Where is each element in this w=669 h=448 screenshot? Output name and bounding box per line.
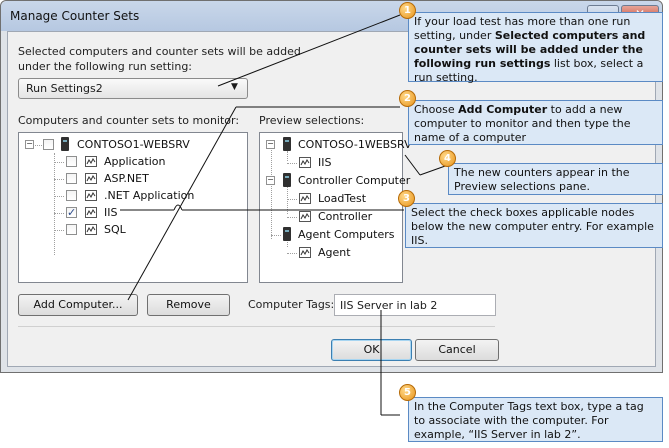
preview-item-label: LoadTest — [318, 192, 367, 205]
aspnet-checkbox[interactable] — [66, 173, 77, 184]
separator — [18, 326, 495, 327]
sql-checkbox[interactable] — [66, 224, 77, 235]
counter-item-label: Application — [104, 155, 166, 168]
application-checkbox[interactable] — [66, 156, 77, 167]
counter-set-icon — [85, 224, 97, 235]
collapse-icon[interactable]: − — [25, 139, 34, 149]
counter-set-icon — [85, 156, 97, 167]
iis-checkbox[interactable]: ✓ — [66, 207, 77, 218]
computer-tags-input[interactable]: IIS Server in lab 2 — [334, 294, 496, 316]
counter-item-label: IIS — [104, 206, 118, 219]
preview-agents-label: Agent Computers — [298, 228, 395, 241]
callout-4-text: The new counters appear in the Preview s… — [454, 166, 630, 193]
counter-set-icon — [299, 211, 311, 222]
preview-label: Preview selections: — [259, 114, 365, 127]
callout-2: Choose Add Computer to add a new compute… — [408, 100, 663, 145]
preview-tree: − CONTOSO-1WEBSRV IIS − Controller Compu… — [259, 132, 412, 283]
computer-icon — [283, 227, 291, 241]
computer-tags-value: IIS Server in lab 2 — [340, 299, 438, 312]
counter-item-iis[interactable]: ✓ IIS — [49, 205, 239, 222]
run-setting-dropdown[interactable]: Run Settings2 ▼ — [18, 78, 248, 99]
callout-1-text-bold: Selected computers and counter sets will… — [414, 29, 646, 70]
preview-item-label: IIS — [318, 156, 332, 169]
counter-item-sql[interactable]: SQL — [49, 222, 239, 239]
cancel-button[interactable]: Cancel — [415, 339, 499, 361]
collapse-icon[interactable]: − — [266, 139, 275, 149]
computer-icon — [283, 137, 291, 151]
counter-item-net-application[interactable]: .NET Application — [49, 188, 239, 205]
net-application-checkbox[interactable] — [66, 190, 77, 201]
computer-checkbox[interactable] — [43, 139, 54, 150]
preview-item-iis[interactable]: IIS — [282, 155, 402, 172]
counter-set-icon — [85, 190, 97, 201]
preview-computer-label: CONTOSO-1WEBSRV — [298, 138, 412, 151]
counter-set-icon — [299, 193, 311, 204]
preview-agents-node[interactable]: Agent Computers — [265, 227, 403, 244]
counter-item-application[interactable]: Application — [49, 154, 239, 171]
counter-set-icon — [299, 157, 311, 168]
counter-item-aspnet[interactable]: ASP.NET — [49, 171, 239, 188]
collapse-icon[interactable]: − — [266, 175, 275, 185]
callout-2-text-a: Choose — [414, 103, 459, 116]
callout-4-badge: 4 — [439, 150, 456, 167]
preview-item-loadtest[interactable]: LoadTest — [282, 191, 402, 208]
dialog-client-area: Selected computers and counter sets will… — [7, 31, 656, 367]
counter-item-label: SQL — [104, 223, 126, 236]
ok-button[interactable]: OK — [331, 339, 412, 361]
callout-3-badge: 3 — [398, 190, 415, 207]
preview-computer-node[interactable]: − CONTOSO-1WEBSRV — [265, 137, 412, 154]
callout-1-badge: 1 — [399, 2, 416, 19]
computer-node[interactable]: − CONTOSO1-WEBSRV — [24, 137, 224, 153]
callout-3: Select the check boxes applicable nodes … — [405, 203, 663, 248]
preview-item-agent[interactable]: Agent — [282, 245, 402, 262]
preview-item-controller[interactable]: Controller — [282, 209, 402, 226]
dialog-title: Manage Counter Sets — [10, 9, 140, 23]
chevron-down-icon: ▼ — [231, 82, 238, 92]
callout-3-text: Select the check boxes applicable nodes … — [411, 206, 654, 247]
preview-item-label: Controller — [318, 210, 373, 223]
counter-set-icon — [85, 173, 97, 184]
checkmark-icon: ✓ — [67, 206, 77, 219]
computer-tags-label: Computer Tags: — [248, 298, 335, 311]
counter-set-icon — [85, 207, 97, 218]
callout-1-text-a: If your load test has more than one run … — [414, 15, 631, 42]
callout-4: The new counters appear in the Preview s… — [448, 163, 663, 195]
computer-icon — [283, 173, 291, 187]
computers-tree: − CONTOSO1-WEBSRV Application ASP.NET — [18, 132, 248, 283]
callout-2-text-bold: Add Computer — [458, 103, 548, 116]
run-setting-value: Run Settings2 — [26, 82, 103, 95]
computer-icon — [61, 137, 69, 151]
counter-item-label: ASP.NET — [104, 172, 149, 185]
callout-5: In the Computer Tags text box, type a ta… — [408, 397, 663, 442]
remove-button[interactable]: Remove — [147, 294, 230, 316]
callout-5-text: In the Computer Tags text box, type a ta… — [414, 400, 644, 441]
counter-set-icon — [299, 247, 311, 258]
counter-item-label: .NET Application — [104, 189, 195, 202]
add-computer-button[interactable]: Add Computer... — [18, 294, 138, 316]
preview-controller-label: Controller Computer — [298, 174, 411, 187]
callout-5-badge: 5 — [399, 384, 416, 401]
callout-2-text-b: to add a new computer to monitor and the… — [414, 103, 631, 144]
computers-label: Computers and counter sets to monitor: — [18, 114, 240, 127]
callout-2-badge: 2 — [399, 90, 416, 107]
computer-label: CONTOSO1-WEBSRV — [77, 138, 190, 151]
callout-1: If your load test has more than one run … — [408, 12, 663, 84]
run-setting-label: Selected computers and counter sets will… — [18, 45, 301, 73]
preview-controller-node[interactable]: − Controller Computer — [265, 173, 410, 190]
callout-1-text-b: list box, select a run setting. — [414, 57, 644, 84]
preview-item-label: Agent — [318, 246, 351, 259]
